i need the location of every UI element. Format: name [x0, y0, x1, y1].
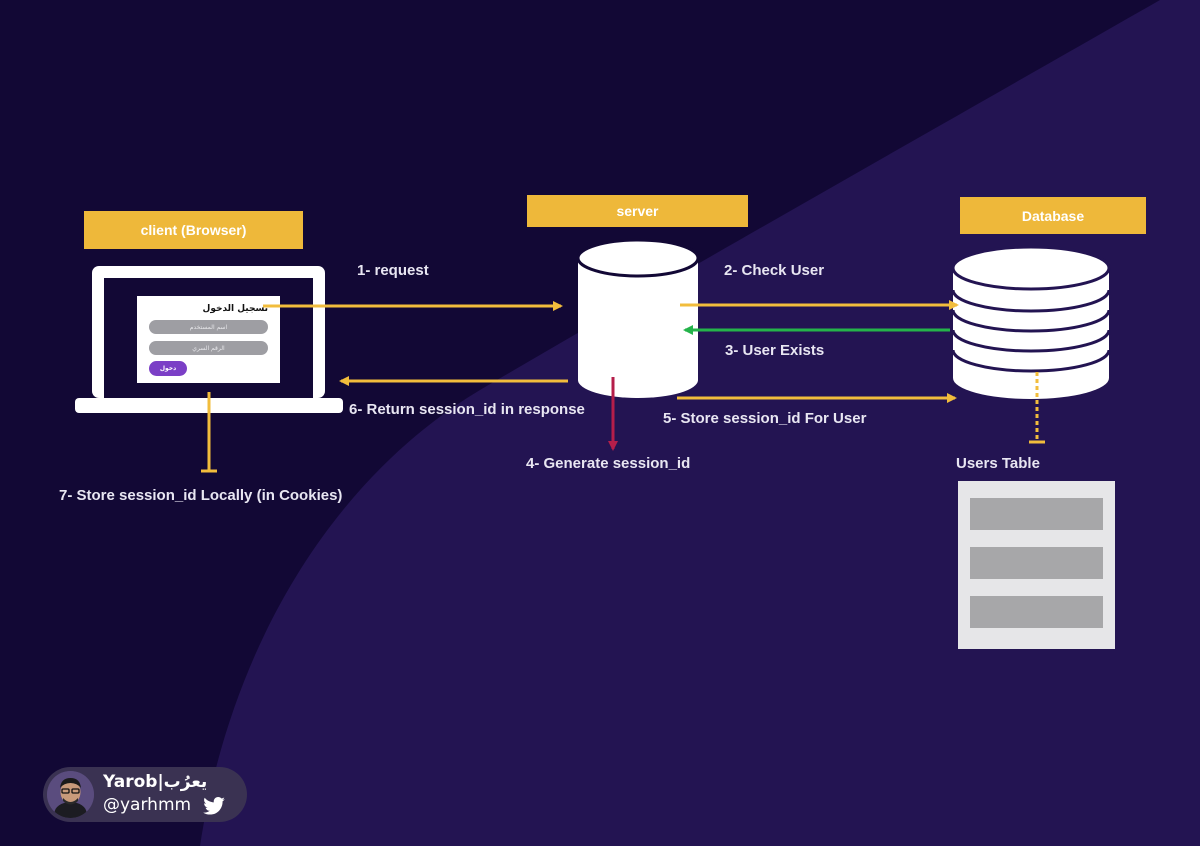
avatar-portrait-icon: [47, 771, 94, 818]
users-table: [958, 481, 1115, 649]
step-generate: 4- Generate session_id: [526, 455, 691, 472]
author-badge[interactable]: Yarob|يعرُب @yarhmm: [43, 767, 247, 822]
step-return-session: 6- Return session_id in response: [349, 401, 585, 418]
twitter-bird-icon: [203, 797, 225, 815]
step-check-user: 2- Check User: [724, 262, 825, 279]
login-form: تسجيل الدخول اسم المستخدم الرقم السري دخ…: [137, 296, 280, 383]
username-field: اسم المستخدم: [149, 320, 268, 334]
table-row: [970, 547, 1103, 579]
author-handle[interactable]: @yarhmm: [103, 795, 192, 815]
client-label: client (Browser): [84, 211, 303, 249]
step-user-exists: 3- User Exists: [725, 342, 825, 359]
step-request: 1- request: [357, 262, 429, 279]
table-row: [970, 498, 1103, 530]
table-row: [970, 596, 1103, 628]
server-label: server: [527, 195, 748, 227]
users-table-label: Users Table: [956, 455, 1040, 472]
login-button: دخول: [149, 361, 187, 376]
password-field: الرقم السري: [149, 341, 268, 355]
step-store-locally: 7- Store session_id Locally (in Cookies): [59, 487, 343, 504]
database-label: Database: [960, 197, 1146, 234]
avatar: [47, 771, 94, 818]
step-store-for-user: 5- Store session_id For User: [663, 410, 867, 427]
login-form-title: تسجيل الدخول: [202, 304, 268, 314]
author-name: Yarob|يعرُب: [103, 772, 208, 792]
